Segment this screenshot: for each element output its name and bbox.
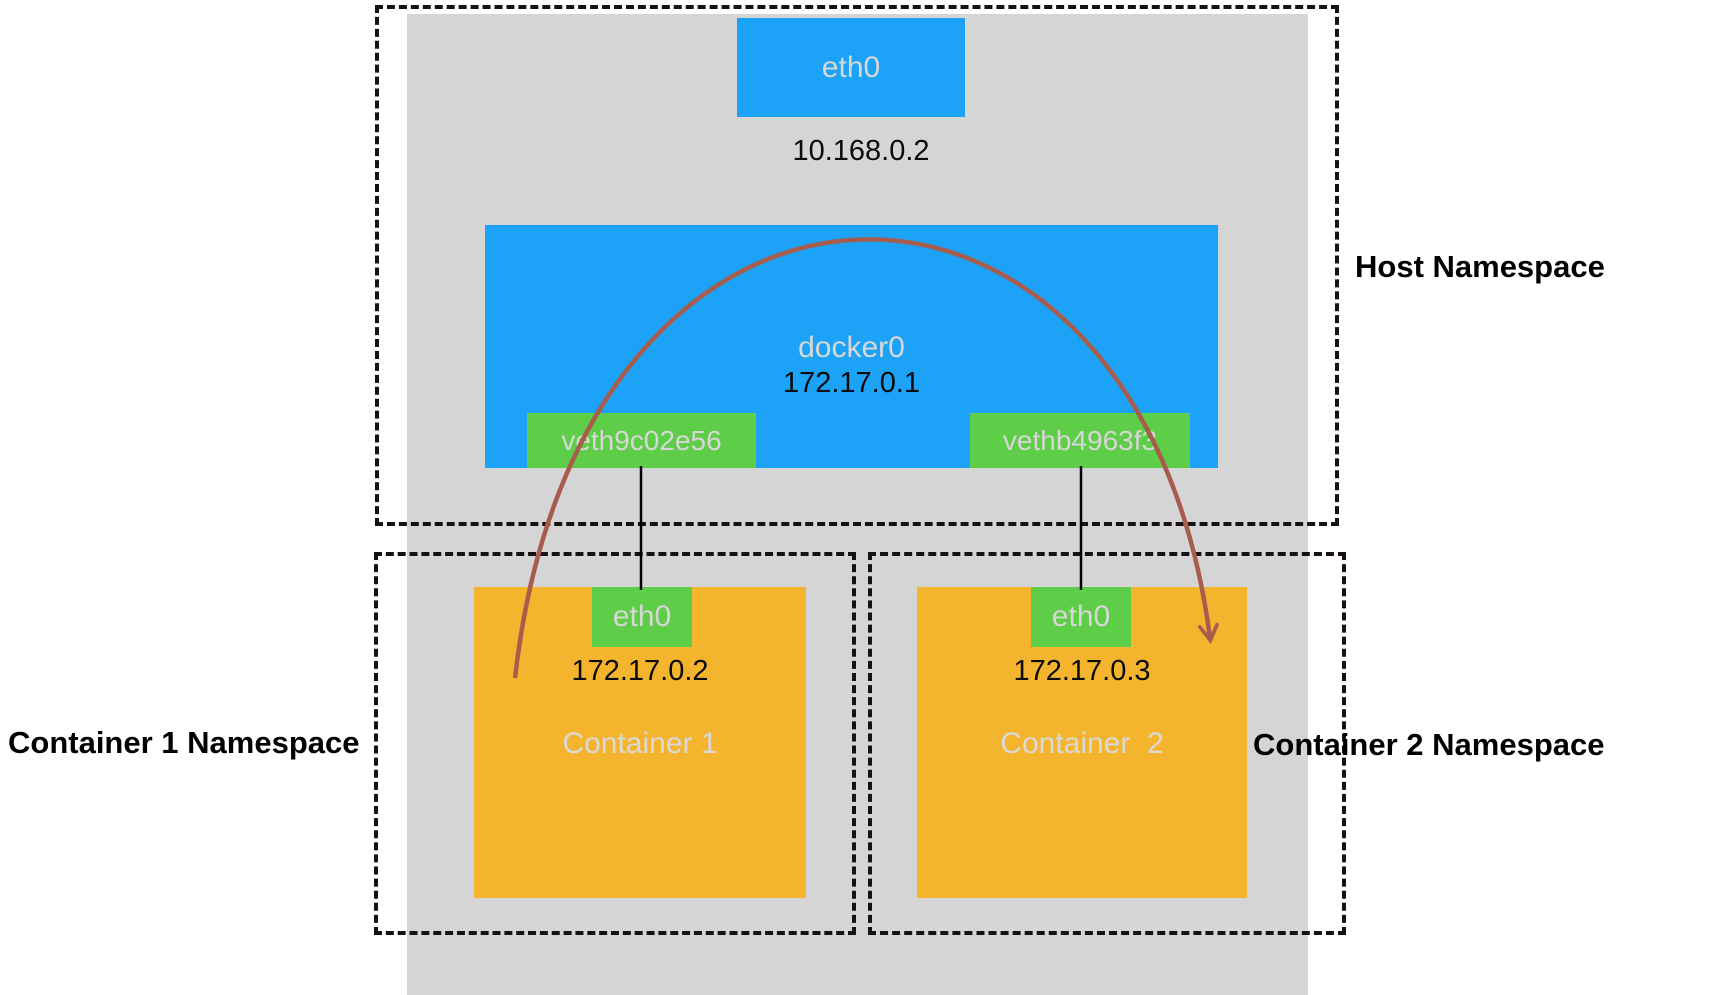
- host-eth0-label: eth0: [821, 50, 881, 84]
- container2-name: Container 2: [1000, 727, 1164, 760]
- container2-namespace-label: Container 2 Namespace: [1253, 727, 1605, 762]
- container1-ip: 172.17.0.2: [571, 655, 709, 687]
- container1-namespace-label: Container 1 Namespace: [8, 725, 360, 760]
- host-eth0-node: eth0: [737, 18, 965, 117]
- container2-eth0-node: eth0: [1031, 587, 1131, 647]
- container2-ip: 172.17.0.3: [1013, 655, 1151, 687]
- container1-eth0-node: eth0: [592, 587, 692, 647]
- container1-eth0-label: eth0: [612, 600, 672, 633]
- container2-eth0-label: eth0: [1051, 600, 1111, 633]
- docker0-label: docker0: [798, 331, 905, 364]
- veth2-node: vethb4963f3: [970, 413, 1190, 468]
- docker0-ip: 172.17.0.1: [782, 367, 921, 399]
- host-eth0-ip: 10.168.0.2: [792, 135, 930, 167]
- container1-name: Container 1: [562, 727, 718, 760]
- host-namespace-label: Host Namespace: [1355, 249, 1605, 284]
- veth1-node: veth9c02e56: [527, 413, 756, 468]
